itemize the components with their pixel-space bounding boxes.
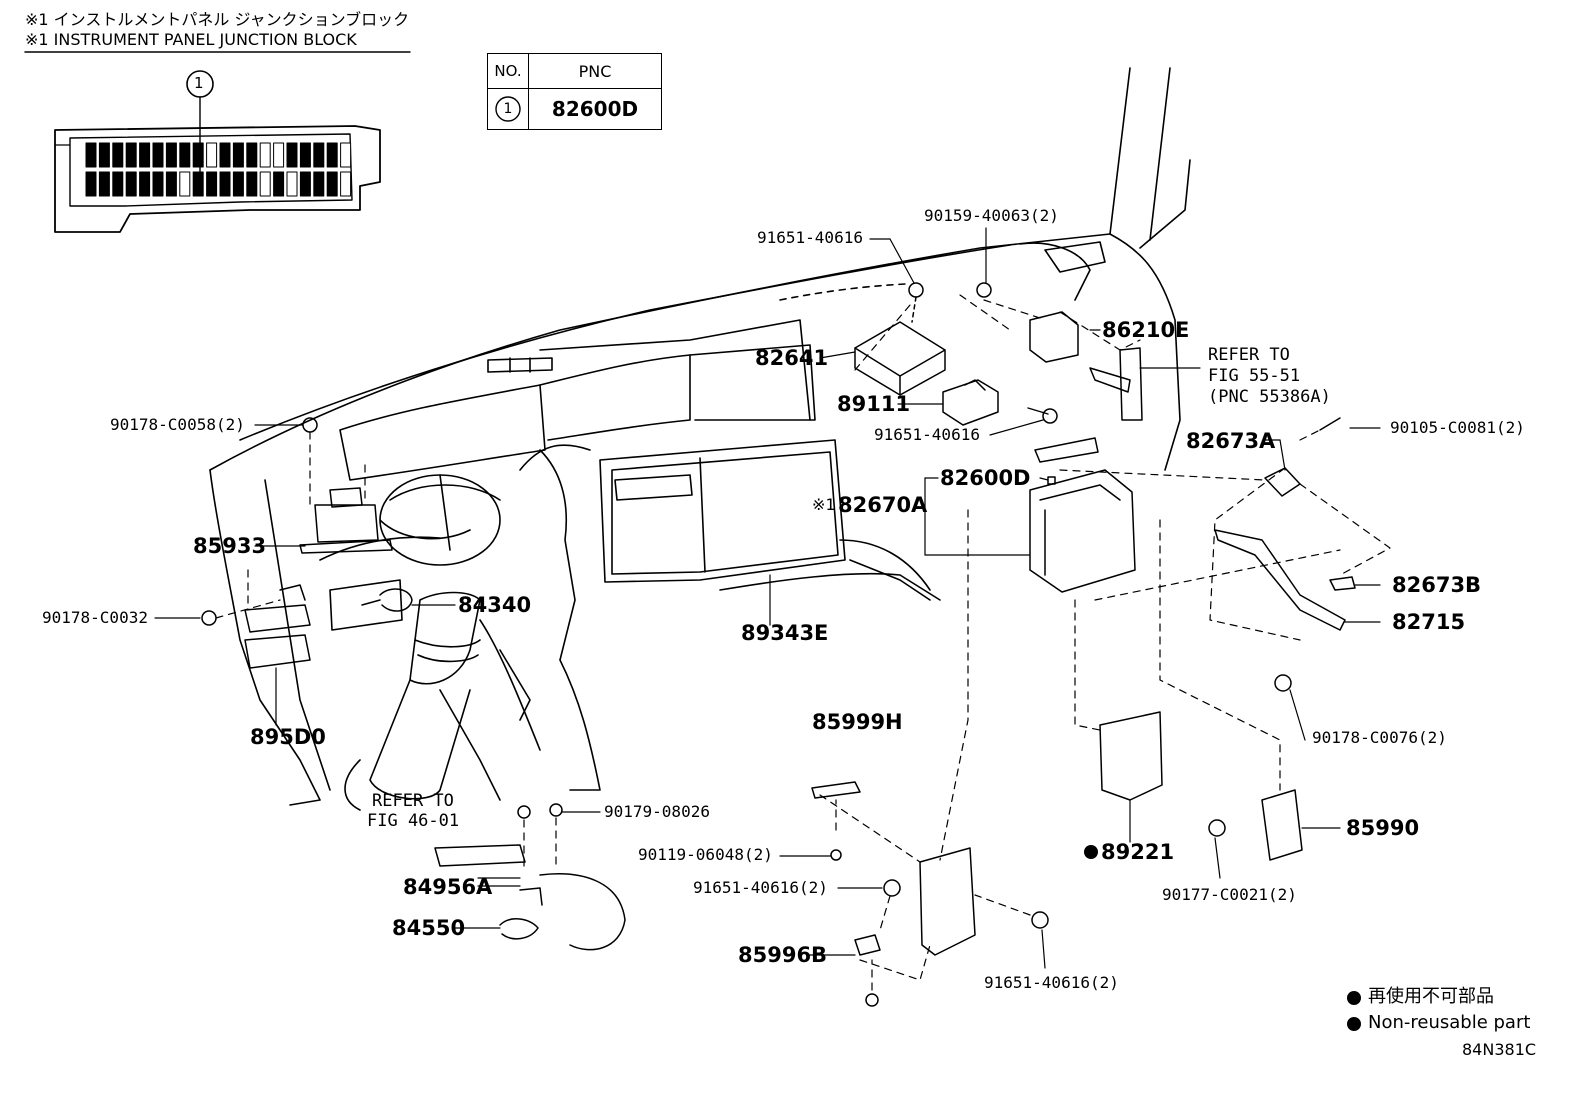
label-91651-40616-mid: 91651-40616: [874, 425, 980, 444]
label-85999H: 85999H: [812, 710, 903, 734]
fuse-slot: [125, 171, 137, 197]
fuse-slot: [299, 142, 311, 168]
label-90178-C0076: 90178-C0076(2): [1312, 728, 1447, 747]
fuse-slot: [246, 171, 258, 197]
label-89221: 89221: [1101, 840, 1175, 864]
pnc-row-pnc: 82600D: [528, 88, 662, 130]
fuse-slot: [192, 142, 204, 168]
fuse-slot: [125, 142, 137, 168]
fuse-slots: [85, 142, 352, 197]
label-82670A-mark: ※1: [812, 495, 836, 514]
label-82670A: 82670A: [838, 493, 928, 517]
fuse-slot: [192, 171, 204, 197]
figure-code: 84N381C: [1462, 1040, 1537, 1059]
legend-dot-en: [1347, 1017, 1361, 1031]
label-refer-55-line2: FIG 55-51: [1208, 366, 1301, 386]
dashed-guides: [215, 294, 1391, 991]
label-84550: 84550: [392, 916, 466, 940]
fuse-slot: [152, 171, 164, 197]
label-82673B: 82673B: [1392, 573, 1482, 597]
label-89111: 89111: [837, 392, 911, 416]
label-89343E: 89343E: [741, 621, 829, 645]
fuse-slot: [273, 142, 285, 168]
non-reusable-dot: [1084, 845, 1098, 859]
label-90159-40063: 90159-40063(2): [924, 206, 1059, 225]
junction-block-illustration: [54, 70, 381, 233]
steering-column-illustration: [344, 449, 601, 811]
label-90178-C0032: 90178-C0032: [42, 608, 148, 627]
label-91651-40616-b2: 91651-40616(2): [984, 973, 1119, 992]
fuse-slot: [259, 142, 271, 168]
label-82600D: 82600D: [940, 466, 1031, 490]
label-90105-C0081: 90105-C0081(2): [1390, 418, 1525, 437]
fuse-slot: [313, 171, 325, 197]
fuse-slot: [326, 171, 338, 197]
label-91651-40616-b1: 91651-40616(2): [693, 878, 828, 897]
label-82715: 82715: [1392, 610, 1466, 634]
header-title-en: ※1 INSTRUMENT PANEL JUNCTION BLOCK: [25, 30, 357, 49]
pnc-col-pnc: PNC: [528, 53, 662, 89]
pnc-row-no: 1: [487, 88, 529, 130]
label-refer-55-line1: REFER TO: [1208, 345, 1290, 365]
legend-non-reusable-en: Non-reusable part: [1368, 1012, 1531, 1033]
instrument-panel-outline: [209, 67, 1191, 806]
label-refer-55-line3: (PNC 55386A): [1208, 387, 1331, 407]
label-86210E: 86210E: [1102, 318, 1190, 342]
label-84956A: 84956A: [403, 875, 493, 899]
fuse-slot: [206, 171, 218, 197]
label-refer-46-line1: REFER TO: [372, 791, 454, 811]
label-85990: 85990: [1346, 816, 1420, 840]
fuse-slot: [152, 142, 164, 168]
pnc-col-no: NO.: [487, 53, 529, 89]
pnc-table: NO. PNC 1 82600D: [487, 53, 662, 130]
fuse-slot: [165, 142, 177, 168]
fuse-slot: [98, 171, 110, 197]
fuse-slot: [112, 171, 124, 197]
fuse-slot: [98, 142, 110, 168]
label-82641: 82641: [755, 346, 829, 370]
fuse-slot: [206, 142, 218, 168]
leader-lines: [154, 227, 1381, 969]
label-895D0: 895D0: [250, 725, 326, 749]
fuse-slot: [165, 171, 177, 197]
fuse-slot: [179, 142, 191, 168]
legend-non-reusable-jp: 再使用不可部品: [1368, 986, 1494, 1007]
label-84340: 84340: [458, 593, 532, 617]
fuse-slot: [340, 142, 352, 168]
fuse-slot: [219, 171, 231, 197]
fuse-slot: [219, 142, 231, 168]
fuse-slot: [246, 142, 258, 168]
fuse-slot: [299, 171, 311, 197]
label-90179-08026: 90179-08026: [604, 802, 710, 821]
fuse-slot: [286, 171, 298, 197]
fuse-slot: [326, 142, 338, 168]
part-sketches: [201, 282, 1356, 1007]
label-85996B: 85996B: [738, 943, 828, 967]
header-title-jp: ※1 インストルメントパネル ジャンクションブロック: [25, 10, 410, 29]
fuse-slot: [273, 171, 285, 197]
fuse-slot: [85, 171, 97, 197]
label-refer-46-line2: FIG 46-01: [367, 811, 460, 831]
label-82673A: 82673A: [1186, 429, 1276, 453]
label-90119-06048: 90119-06048(2): [638, 845, 773, 864]
fuse-slot: [112, 142, 124, 168]
fuse-slot: [232, 171, 244, 197]
label-85933: 85933: [193, 534, 267, 558]
fuse-slot: [313, 142, 325, 168]
label-91651-40616-top: 91651-40616: [757, 228, 863, 247]
fuse-slot: [286, 142, 298, 168]
fuse-slot: [85, 142, 97, 168]
fuse-slot: [139, 171, 151, 197]
label-90177-C0021: 90177-C0021(2): [1162, 885, 1297, 904]
legend-dot-jp: [1347, 991, 1361, 1005]
fuse-slot: [259, 171, 271, 197]
fuse-slot: [232, 142, 244, 168]
fuse-slot: [340, 171, 352, 197]
fuse-slot: [139, 142, 151, 168]
fuse-slot: [179, 171, 191, 197]
label-90178-C0058: 90178-C0058(2): [110, 415, 245, 434]
block-callout-number: 1: [194, 74, 204, 92]
